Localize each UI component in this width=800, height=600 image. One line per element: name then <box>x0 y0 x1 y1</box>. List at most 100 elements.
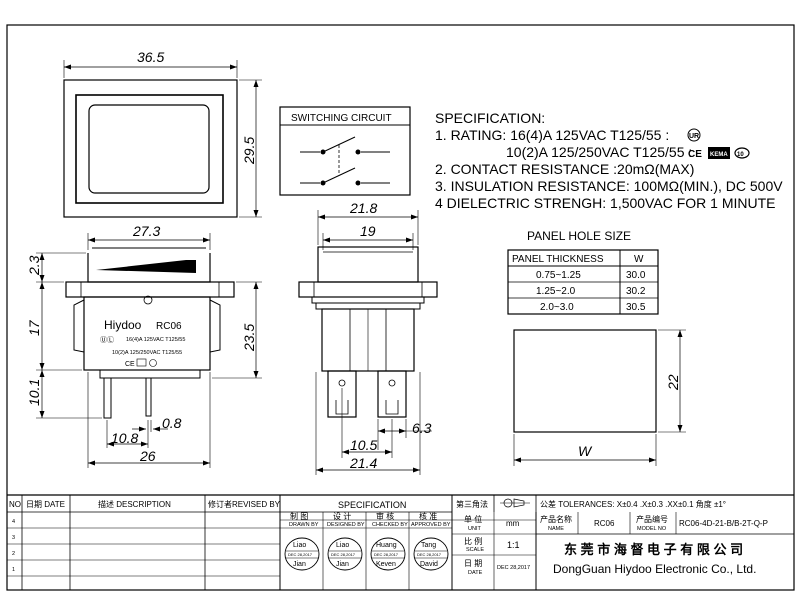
front-pitch-dim: 10.8 <box>111 430 138 446</box>
top-view: 36.5 29.5 <box>63 49 262 218</box>
panel-hole-size: PANEL HOLE SIZE PANEL THICKNESS W 0.75~1… <box>507 229 686 466</box>
col-date: 日期 DATE <box>26 500 65 509</box>
enec-cert-icon: 10 <box>734 147 750 159</box>
spec-title: SPECIFICATION: <box>435 110 545 126</box>
stamp-drawn: Liao DEC 28,2017 Jian <box>284 537 320 571</box>
title-block: NO 日期 DATE 描述 DESCRIPTION 修订者REVISED BY … <box>7 494 794 590</box>
role-drawn-en: DRAWN BY <box>289 522 319 528</box>
role-designed-cn: 设 计 <box>333 511 351 521</box>
panel-width-dim: W <box>578 443 593 459</box>
spec-header: SPECIFICATION <box>338 500 406 510</box>
stamp-drawn-date: DEC 28,2017 <box>288 552 313 557</box>
col-description: 描述 DESCRIPTION <box>98 499 171 509</box>
front-total-dim: 23.5 <box>241 324 257 352</box>
panel-header-w: W <box>634 254 644 265</box>
side-view: 21.8 19 6.3 10.5 21.4 <box>298 200 438 475</box>
front-width-dim: 27.3 <box>132 223 160 239</box>
stamp-designed-bottom: Jian <box>336 561 349 568</box>
front-base-dim: 26 <box>139 448 156 464</box>
date-label-cn: 日 期 <box>464 559 482 568</box>
model-no-label-cn: 产品编号 <box>636 514 668 524</box>
stamp-checked-top: Huang <box>376 542 397 549</box>
specification: SPECIFICATION: 1. RATING: 16(4)A 125VAC … <box>435 110 783 211</box>
product-name-label-cn: 产品名称 <box>540 514 572 524</box>
stamp-designed-date: DEC 28,2017 <box>331 552 356 557</box>
role-approved-cn: 核 准 <box>419 511 437 521</box>
panel-row2-thickness: 1.25~2.0 <box>536 286 576 297</box>
spec-line4: 3. INSULATION RESISTANCE: 100MΩ(MIN.), D… <box>435 178 783 194</box>
panel-row2-w: 30.2 <box>626 286 646 297</box>
row-no-3: 3 <box>12 535 15 541</box>
svg-text:CE: CE <box>688 149 702 160</box>
stamp-designed-top: Liao <box>336 542 349 549</box>
side-pin-dim: 6.3 <box>412 420 432 436</box>
spec-line1: 1. RATING: 16(4)A 125VAC T125/55 : <box>435 127 669 143</box>
panel-row3-w: 30.5 <box>626 302 646 313</box>
stamp-approved: Tang DEC 28,2017 David <box>413 537 449 571</box>
product-name-value: RC06 <box>594 519 615 528</box>
front-body-dim: 17 <box>26 319 42 336</box>
marking-model: RC06 <box>156 321 182 332</box>
row-no-1: 1 <box>12 567 15 573</box>
panel-cutout <box>513 329 657 433</box>
svg-text:KEMA: KEMA <box>710 152 728 158</box>
side-inner-dim: 19 <box>360 223 376 239</box>
drawing-border <box>6 24 795 591</box>
tolerance-note: 公差 TOLERANCES: X±0.4 .X±0.3 .XX±0.1 角度 ±… <box>540 499 726 509</box>
stamp-approved-top: Tang <box>421 542 436 549</box>
col-revised-by: 修订者REVISED BY <box>208 499 281 509</box>
row-no-2: 2 <box>12 551 15 557</box>
col-no: NO <box>9 500 21 509</box>
switching-circuit-title: SWITCHING CIRCUIT <box>291 113 392 124</box>
company-name-cn: 东 莞 市 海 督 电 子 有 限 公 司 <box>564 542 743 557</box>
row-no-4: 4 <box>12 519 15 525</box>
role-designed-en: DESIGNED BY <box>327 522 365 528</box>
top-width-dim: 36.5 <box>137 49 164 65</box>
front-top-dim: 2.3 <box>26 255 42 276</box>
marking-brand: Hiydoo <box>104 318 142 332</box>
projection-label: 第三角法 <box>456 499 488 509</box>
kema-mark-icon <box>136 358 147 367</box>
enec-mark-icon <box>149 359 157 367</box>
front-pin-dim: 10.1 <box>26 379 42 406</box>
marking-line1: 16(4)A 125VAC T125/55 <box>126 337 185 343</box>
unit-label-cn: 单 位 <box>464 514 482 524</box>
panel-hole-title: PANEL HOLE SIZE <box>527 229 631 243</box>
kema-cert-icon: KEMA <box>708 147 730 159</box>
marking-line2: 10(2)A 125/250VAC T125/55 <box>112 350 182 356</box>
ce-cert-icon: CE <box>688 149 702 160</box>
third-angle-projection-icon <box>500 498 530 508</box>
panel-row1-w: 30.0 <box>626 270 646 281</box>
side-base-dim: 21.4 <box>349 455 377 471</box>
stamp-drawn-bottom: Jian <box>293 561 306 568</box>
spec-line5: 4 DIELECTRIC STRENGH: 1,500VAC FOR 1 MIN… <box>435 195 775 211</box>
top-height-dim: 29.5 <box>241 137 257 165</box>
stamp-checked: Huang DEC 28,2017 Keven <box>370 537 406 571</box>
stamp-designed: Liao DEC 28,2017 Jian <box>327 537 363 571</box>
stamp-approved-date: DEC 28,2017 <box>417 552 442 557</box>
model-no-value: RC06-4D-21-B/B-2T-Q-P <box>679 519 768 528</box>
date-value: DEC 28,2017 <box>497 565 530 571</box>
scale-label-cn: 比 例 <box>464 536 482 546</box>
scale-value: 1:1 <box>507 540 520 550</box>
svg-text:10: 10 <box>737 152 744 158</box>
role-approved-en: APPROVED BY <box>411 522 451 528</box>
panel-height-dim: 22 <box>665 374 681 391</box>
product-name-label-en: NAME <box>548 526 564 532</box>
ce-mark-icon: CE <box>125 361 135 368</box>
company-name-en: DongGuan Hiydoo Electronic Co., Ltd. <box>553 562 756 576</box>
date-label-en: DATE <box>468 570 483 576</box>
front-thick-dim: 0.8 <box>162 415 182 431</box>
panel-header-thickness: PANEL THICKNESS <box>512 254 604 265</box>
spec-line2: 10(2)A 125/250VAC T125/55 : <box>506 144 692 160</box>
unit-value: mm <box>506 519 520 528</box>
model-no-label-en: MODEL NO <box>637 526 667 532</box>
role-checked-en: CHECKED BY <box>372 522 408 528</box>
unit-label-en: UNIT <box>468 526 481 532</box>
stamp-checked-date: DEC 28,2017 <box>374 552 399 557</box>
panel-row3-thickness: 2.0~3.0 <box>540 302 574 313</box>
role-drawn-cn: 制 图 <box>290 511 308 521</box>
svg-text:UR: UR <box>689 133 699 140</box>
ul-mark-icon: ⓊⓁ <box>100 336 114 344</box>
